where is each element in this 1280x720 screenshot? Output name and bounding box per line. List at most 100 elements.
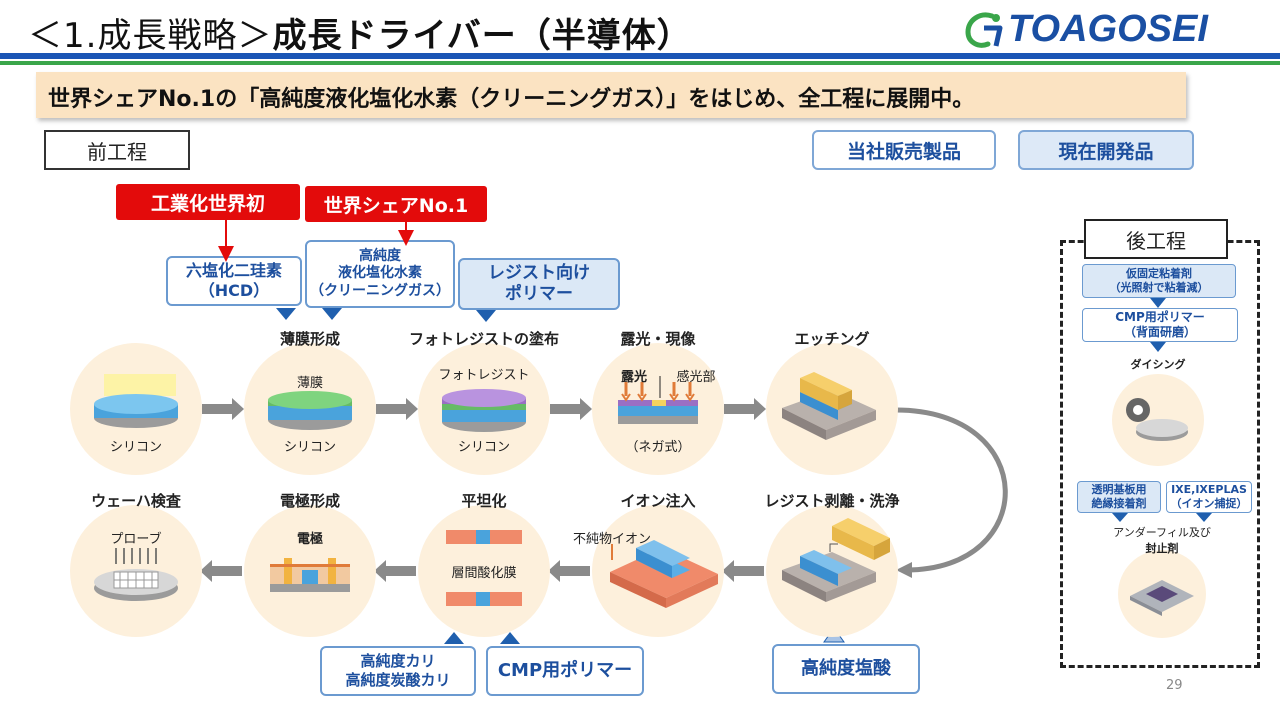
product-hydrochloric-acid: 高純度塩酸 [772, 644, 920, 694]
legend-developing-products: 現在開発品 [1018, 130, 1194, 170]
arrow-r1-3 [550, 398, 592, 420]
front-process-label: 前工程 [44, 130, 190, 170]
arrow-hcl-down [322, 308, 342, 320]
trans-line1: 透明基板用 [1091, 483, 1147, 497]
product-cmp-backgrind: CMP用ポリマー （背面研磨） [1082, 308, 1238, 342]
arrow-hcd-down [276, 308, 296, 320]
arrow-cmp-up [500, 632, 520, 644]
step-electrode: 電極形成 [279, 492, 340, 510]
exposure-illustration [618, 376, 698, 424]
product-koh-line1: 高純度カリ [360, 652, 436, 671]
page-title: ＜1.成長戦略＞成長ドライバー（半導体） [28, 16, 692, 56]
temp-fix-line1: 仮固定粘着剤 [1126, 267, 1192, 281]
label-underfill-line1: アンダーフィル及び [1113, 526, 1211, 539]
product-koh-line2: 高純度炭酸カリ [345, 671, 451, 689]
product-hcd-line1: 六塩化二珪素 [185, 261, 282, 280]
ixe-line2: （イオン捕捉） [1170, 497, 1248, 510]
arrow-r1-4 [724, 398, 766, 420]
chip-package-illustration [1130, 580, 1194, 616]
page-number: 29 [1166, 678, 1183, 693]
arrow-r1-2 [376, 398, 418, 420]
product-temp-fix-adhesive: 仮固定粘着剤 （光照射で粘着減） [1082, 264, 1236, 298]
strip-illustration [782, 518, 890, 602]
step-etching: エッチング [794, 330, 870, 348]
product-hcd: 六塩化二珪素 （HCD） [166, 256, 302, 306]
arrow-back-1 [1150, 298, 1166, 308]
ion-implant-illustration [610, 540, 718, 608]
row2-arrows [200, 560, 764, 582]
product-potassium: 高純度カリ 高純度炭酸カリ [320, 646, 476, 696]
step-planarize: 平坦化 [461, 492, 507, 510]
tag-world-first: 工業化世界初 [116, 184, 300, 220]
product-resist-line1: レジスト向け [488, 262, 590, 283]
back-process-frame [1060, 240, 1260, 668]
dicing-illustration [1126, 398, 1188, 441]
header-rule-blue [0, 53, 1280, 59]
inspection-illustration [94, 548, 178, 601]
label-underfill-line2: 封止剤 [1145, 542, 1179, 555]
label-exposure-light: 露光 [620, 370, 647, 385]
wafer-thin-film-illustration [268, 391, 352, 430]
arrow-r1-1 [202, 398, 244, 420]
electrode-illustration [270, 558, 350, 592]
label-silicon-1: シリコン [109, 440, 162, 455]
label-impurity-ion: 不純物イオン [572, 532, 651, 547]
product-transparent-adhesive: 透明基板用 絶縁接着剤 [1077, 481, 1161, 513]
legend-sold-products: 当社販売製品 [812, 130, 996, 170]
logo-text: TOAGOSEI [1008, 8, 1208, 50]
toagosei-mark-icon [965, 12, 1003, 48]
step-strip: レジスト剥離・洗浄 [764, 492, 900, 510]
temp-fix-line2: （光照射で粘着減） [1109, 281, 1209, 294]
arrow-back-3 [1112, 513, 1128, 522]
row1-arrows [202, 398, 766, 420]
arrow-return-head [896, 562, 912, 578]
label-thin-film: 薄膜 [296, 376, 323, 391]
label-silicon-3: シリコン [457, 440, 510, 455]
product-hcd-line2: （HCD） [198, 281, 270, 300]
arrow-back-2 [1150, 342, 1166, 352]
arrow-resist-down [476, 310, 496, 322]
step-thin-film: 薄膜形成 [279, 330, 340, 348]
arrow-back-4 [1196, 513, 1212, 522]
product-hcl-line1: 高純度 [359, 247, 401, 264]
product-hcl-line2: 液化塩化水素 [338, 265, 422, 282]
company-logo: TOAGOSEI [962, 8, 1262, 52]
arrow-r2-3 [374, 560, 416, 582]
cmp-back-line2: （背面研磨） [1123, 325, 1196, 339]
ixe-line1: IXE,IXEPLAS [1171, 483, 1247, 497]
label-photoresist: フォトレジスト [438, 368, 530, 383]
cmp-back-line1: CMP用ポリマー [1115, 310, 1205, 324]
summary-banner: 世界シェアNo.1の「高純度液化塩化水素（クリーニングガス）」をはじめ、全工程に… [36, 72, 1186, 118]
label-probe: プローブ [110, 532, 162, 547]
arrow-return-curve [895, 407, 1008, 573]
step-exposure: 露光・現像 [620, 330, 696, 348]
planarize-illustration [446, 530, 522, 606]
label-negative: （ネガ式） [625, 440, 691, 455]
product-hcl-line3: （クリーニングガス） [310, 282, 450, 299]
arrow-r2-2 [548, 560, 590, 582]
wafer-photoresist-illustration [442, 389, 526, 432]
arrow-r2-1 [722, 560, 764, 582]
label-electrode: 電極 [296, 532, 323, 547]
back-process-label: 後工程 [1084, 219, 1228, 259]
label-dicing: ダイシング [1130, 358, 1186, 371]
etching-illustration [782, 372, 876, 440]
product-resist-polymer: レジスト向け ポリマー [458, 258, 620, 310]
trans-line2: 絶縁接着剤 [1091, 497, 1147, 510]
header-rule-green [0, 61, 1280, 65]
label-exposed-part: 感光部 [676, 370, 716, 385]
product-cmp-polymer: CMP用ポリマー [486, 646, 644, 696]
product-high-purity-hcl: 高純度 液化塩化水素 （クリーニングガス） [305, 240, 455, 308]
step-photoresist: フォトレジストの塗布 [408, 330, 559, 348]
label-silicon-2: シリコン [283, 440, 336, 455]
summary-text: 世界シェアNo.1の「高純度液化塩化水素（クリーニングガス）」をはじめ、全工程に… [48, 87, 975, 112]
label-interlayer: 層間酸化膜 [451, 566, 517, 581]
step-inspection: ウェーハ検査 [91, 492, 181, 510]
step-ion: イオン注入 [620, 492, 696, 510]
wafer-silicon-illustration [94, 374, 178, 428]
tag-world-share-no1: 世界シェアNo.1 [305, 186, 487, 222]
product-ixe: IXE,IXEPLAS （イオン捕捉） [1166, 481, 1252, 513]
arrow-r2-4 [200, 560, 242, 582]
product-resist-line2: ポリマー [505, 284, 573, 304]
